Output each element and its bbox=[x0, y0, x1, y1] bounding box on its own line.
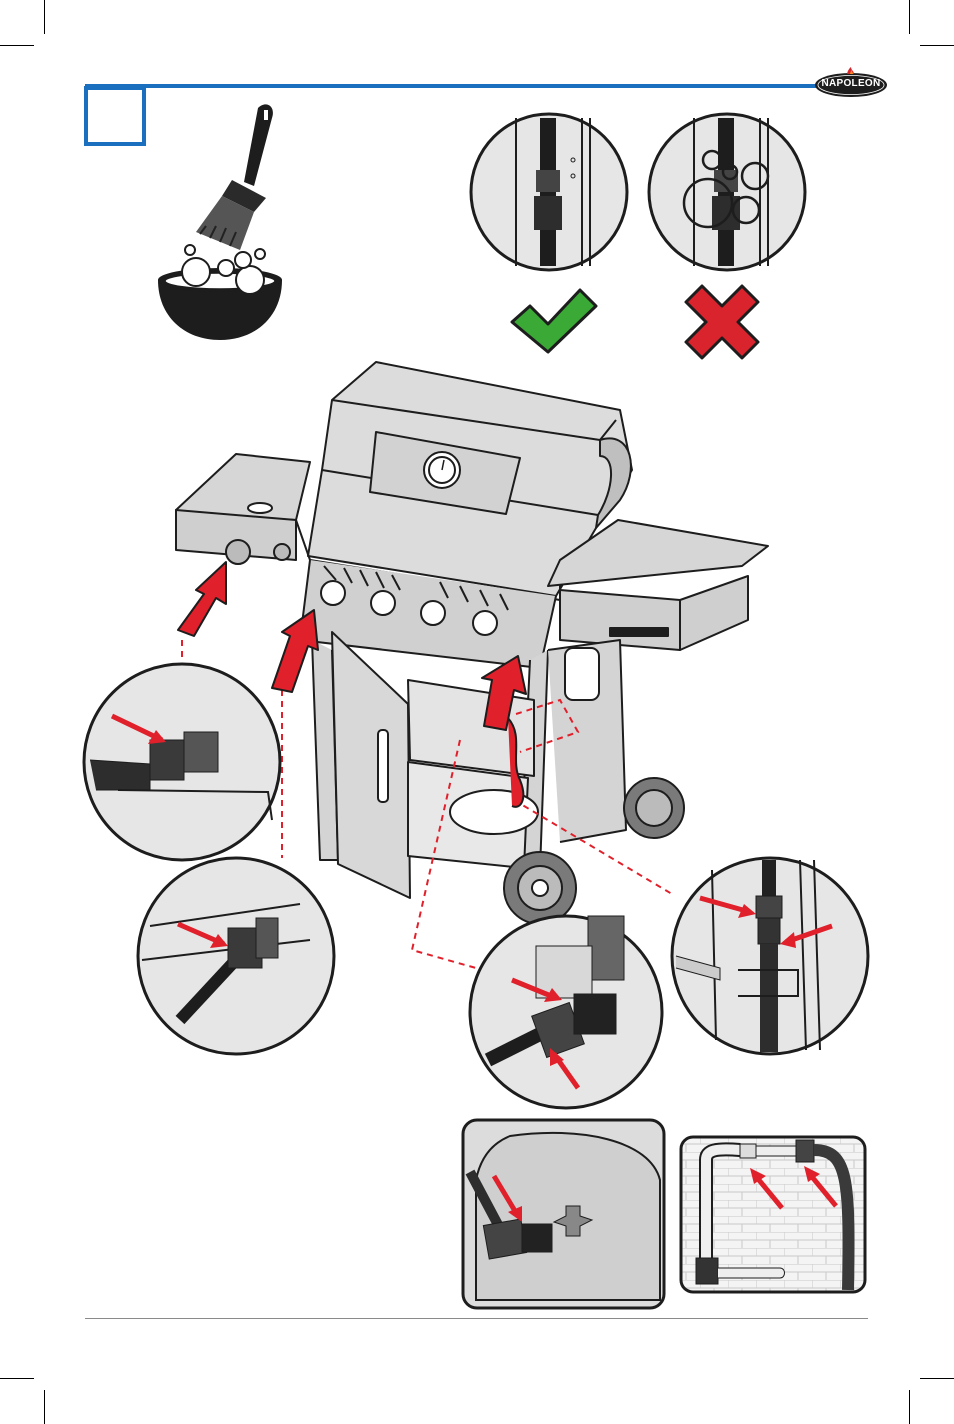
footer-rule bbox=[85, 1318, 868, 1319]
crop-mark bbox=[0, 45, 34, 46]
leak-check-bubbles-detail bbox=[647, 112, 807, 272]
brand-name: NAPOLEON bbox=[821, 78, 881, 89]
detail-propane-tank bbox=[461, 1118, 666, 1310]
crop-mark bbox=[44, 1390, 45, 1424]
crop-mark bbox=[909, 1390, 910, 1424]
crop-mark bbox=[0, 1378, 34, 1379]
crop-mark bbox=[44, 0, 45, 34]
check-icon bbox=[510, 288, 598, 354]
crop-mark bbox=[909, 0, 910, 34]
step-number-box bbox=[84, 86, 146, 146]
leak-check-ok-detail bbox=[469, 112, 629, 272]
detail-main-manifold bbox=[136, 856, 336, 1056]
napoleon-logo: NAPOLEON bbox=[814, 66, 888, 100]
grill-illustration bbox=[175, 361, 769, 925]
detail-regulator-inlet bbox=[468, 914, 664, 1110]
cross-icon bbox=[684, 284, 760, 360]
detail-side-burner-valve bbox=[82, 662, 282, 862]
detail-gas-supply-wall bbox=[679, 1135, 867, 1294]
red-arrow-icon bbox=[177, 561, 527, 731]
crop-mark bbox=[920, 1378, 954, 1379]
crop-mark bbox=[920, 45, 954, 46]
header-rule bbox=[85, 84, 820, 88]
detail-leader-lines bbox=[181, 640, 673, 969]
soap-bowl-brush-icon bbox=[158, 104, 282, 340]
detail-hose-fitting bbox=[670, 856, 870, 1056]
